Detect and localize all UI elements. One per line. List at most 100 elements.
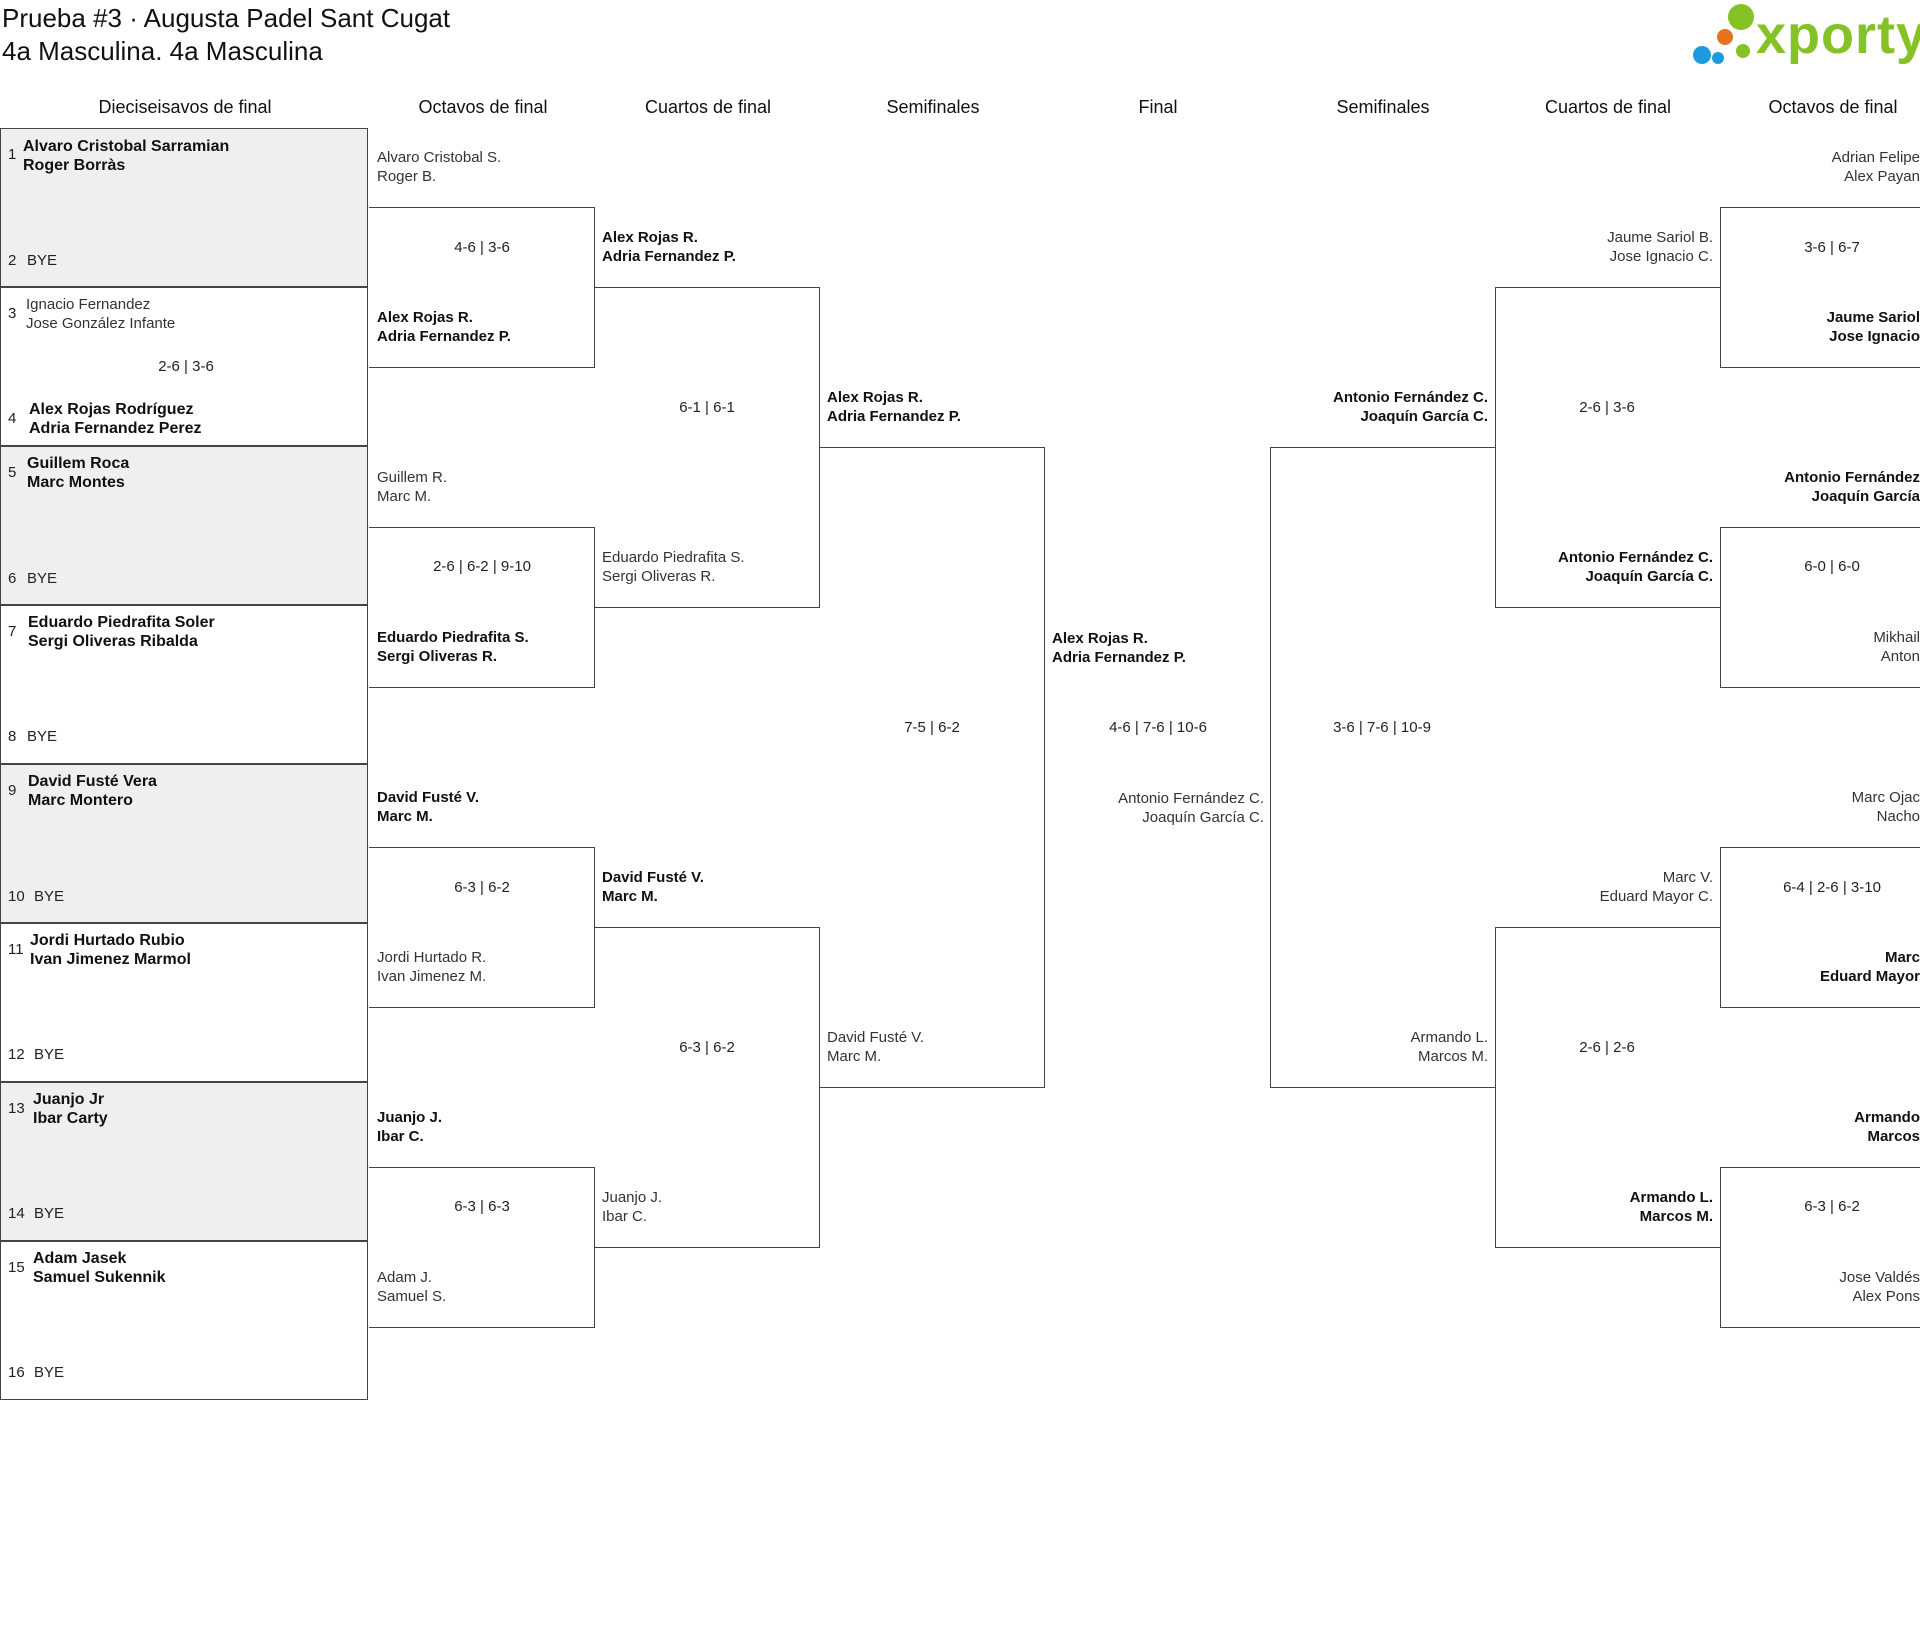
seed-number: 11 [8, 941, 24, 958]
bye-label: BYE [34, 888, 65, 905]
logo-dot-blue [1693, 46, 1711, 64]
team-name: Adam J. [377, 1269, 433, 1286]
player-name: Adria Fernandez Perez [29, 420, 202, 437]
match-score: 3-6 | 6-7 [1804, 239, 1860, 256]
xporty-logo: xporty [1690, 0, 1920, 70]
team-name: Armando L. [1629, 1189, 1713, 1206]
team-name: David Fusté V. [377, 789, 479, 806]
round-header-r32: Dieciseisavos de final [98, 97, 272, 117]
team-name: Jose Ignacio [1829, 328, 1920, 345]
team-name: Antonio Fernández C. [1333, 389, 1488, 406]
team-name: Marc Ojac [1851, 789, 1920, 806]
match-score: 6-0 | 6-0 [1804, 558, 1860, 575]
player-name: Ibar Carty [33, 1110, 108, 1127]
bye-label: BYE [34, 1205, 65, 1222]
match-box-qf-right-1 [1495, 287, 1721, 608]
match-box-qf-right-2 [1495, 927, 1721, 1248]
team-name: Ibar C. [602, 1208, 648, 1225]
team-name: Jaume Sariol [1826, 309, 1920, 326]
round-header-qf-right: Cuartos de final [1544, 97, 1672, 117]
draw-slot-5: 9 David Fusté Vera Marc Montero 10 BYE [0, 764, 368, 923]
team-name: Eduardo Piedrafita S. [602, 549, 745, 566]
team-name: Adria Fernandez P. [1052, 649, 1186, 666]
team-name: Adria Fernandez P. [827, 408, 961, 425]
match-score: 2-6 | 3-6 [1579, 399, 1635, 416]
team-name: Antonio Fernández C. [1118, 790, 1264, 807]
match-score: 6-4 | 2-6 | 3-10 [1783, 879, 1881, 896]
match-score: 6-3 | 6-2 [1804, 1198, 1860, 1215]
team-name: Marc M. [377, 808, 433, 825]
team-name: Alex Rojas R. [602, 229, 698, 246]
team-name: Adria Fernandez P. [602, 248, 736, 265]
player-name: Guillem Roca [27, 455, 130, 472]
match-box-r16-right-2 [1720, 527, 1920, 688]
team-name: Jose Valdés [1839, 1269, 1920, 1286]
seed-number: 12 [8, 1046, 25, 1063]
match-box-r16-right-1 [1720, 207, 1920, 368]
player-name: Alvaro Cristobal Sarramian [23, 138, 230, 155]
team-name: Eduard Mayor [1819, 968, 1920, 985]
player-name: Alex Rojas Rodríguez [29, 401, 194, 418]
draw-slot-8: 15 Adam Jasek Samuel Sukennik 16 BYE [0, 1241, 368, 1400]
team-name: Marc [1884, 949, 1920, 966]
team-name: Alex Rojas R. [377, 309, 473, 326]
bye-label: BYE [27, 728, 58, 745]
match-score: 3-6 | 7-6 | 10-9 [1333, 719, 1431, 736]
logo-dot-blue-small [1712, 52, 1724, 64]
player-name: Eduardo Piedrafita Soler [28, 614, 215, 631]
round-header-sf-right: Semifinales [1336, 97, 1430, 117]
team-name: Jordi Hurtado R. [377, 949, 487, 966]
match-box-sf-left [819, 447, 1045, 1088]
round-header-qf-left: Cuartos de final [644, 97, 772, 117]
player-name: Ignacio Fernandez [26, 296, 151, 313]
player-name: Sergi Oliveras Ribalda [28, 633, 198, 650]
team-name: Marc V. [1662, 869, 1713, 886]
team-name: Marcos M. [1417, 1048, 1488, 1065]
logo-dot-green [1728, 4, 1754, 30]
logo-text: xporty [1756, 5, 1920, 65]
round-header-sf-left: Semifinales [886, 97, 980, 117]
match-score: 2-6 | 3-6 [158, 358, 214, 375]
seed-number: 13 [8, 1100, 25, 1117]
player-name: Adam Jasek [33, 1250, 127, 1267]
seed-number: 2 [8, 252, 17, 269]
team-name: Ivan Jimenez M. [377, 968, 487, 985]
team-name: Adrian Felipe [1831, 149, 1920, 166]
seed-number: 14 [8, 1205, 25, 1222]
player-name: Ivan Jimenez Marmol [30, 951, 191, 968]
team-name: Jose Ignacio C. [1609, 248, 1713, 265]
round-header-final: Final [1138, 97, 1178, 117]
player-name: Juanjo Jr [33, 1091, 105, 1108]
team-name: Joaquín García C. [1360, 408, 1488, 425]
team-name: David Fusté V. [602, 869, 704, 886]
logo-dot-green-small [1736, 44, 1750, 58]
player-name: Roger Borràs [23, 157, 126, 174]
draw-slot-7: 13 Juanjo Jr Ibar Carty 14 BYE [0, 1082, 368, 1241]
seed-number: 16 [8, 1364, 25, 1381]
bye-label: BYE [27, 252, 58, 269]
match-box-r16-right-4 [1720, 1167, 1920, 1328]
match-box-sf-right [1270, 447, 1496, 1088]
seed-number: 9 [8, 782, 17, 799]
team-name: Joaquín García C. [1142, 809, 1264, 826]
bye-label: BYE [27, 570, 58, 587]
team-name: Antonio Fernández C. [1558, 549, 1713, 566]
match-score: 4-6 | 7-6 | 10-6 [1109, 719, 1207, 736]
draw-slot-4: 7 Eduardo Piedrafita Soler Sergi Olivera… [0, 605, 368, 764]
team-name: David Fusté V. [827, 1029, 924, 1046]
seed-number: 10 [8, 888, 25, 905]
team-name: Sergi Oliveras R. [602, 568, 716, 585]
seed-number: 7 [8, 623, 17, 640]
team-name: Alex Rojas R. [827, 389, 923, 406]
team-name: Alex Payan [1844, 168, 1920, 185]
seed-number: 3 [8, 305, 17, 322]
player-name: Jordi Hurtado Rubio [30, 932, 185, 949]
team-name: Alvaro Cristobal S. [377, 149, 502, 166]
player-name: David Fusté Vera [28, 773, 157, 790]
bye-label: BYE [34, 1046, 65, 1063]
team-name: Adria Fernandez P. [377, 328, 511, 345]
match-score: 6-1 | 6-1 [679, 399, 735, 416]
seed-number: 5 [8, 464, 17, 481]
team-name: Anton [1880, 648, 1920, 665]
team-name: Antonio Fernández [1784, 469, 1920, 486]
